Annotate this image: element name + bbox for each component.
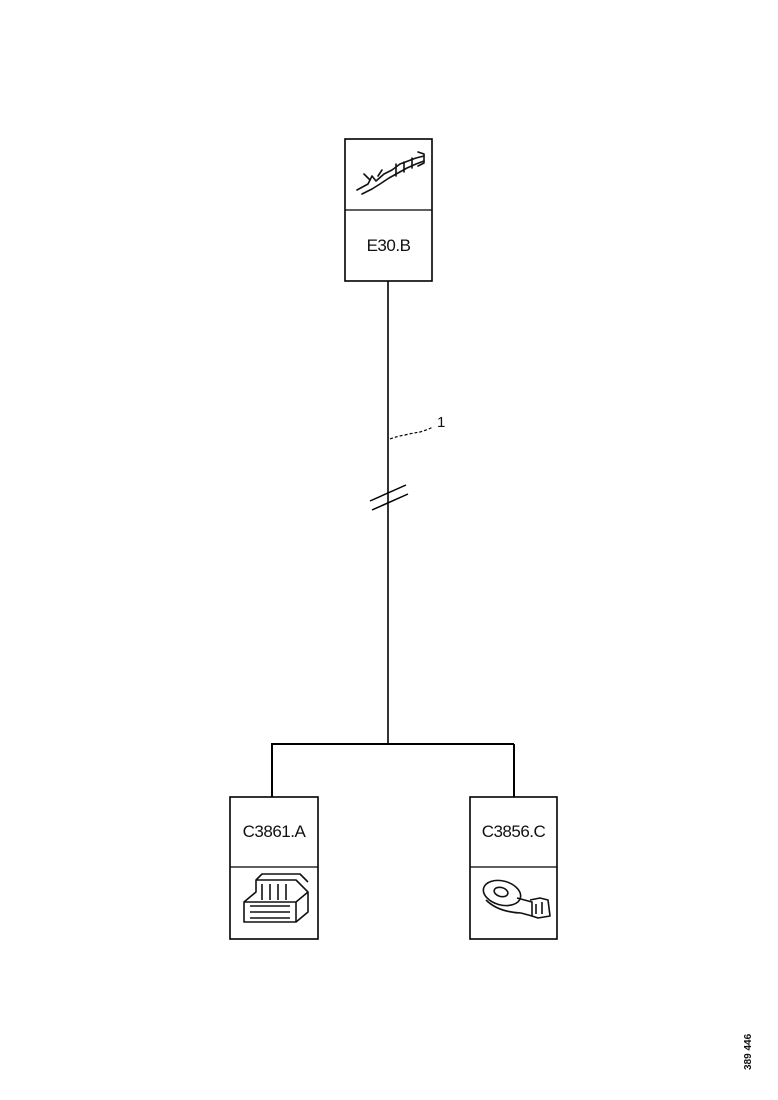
- component-c3856c-frame: [469, 796, 558, 940]
- component-e30b[interactable]: E30.B: [344, 138, 433, 282]
- drawing-reference-id: 389 446: [743, 1033, 754, 1070]
- wire-number-label: 1: [437, 414, 445, 431]
- multi-pin-connector-icon: [243, 873, 309, 923]
- wire-number-leader: [389, 426, 434, 440]
- wire-break-mark: [369, 484, 409, 511]
- component-c3856c-label: C3856.C: [482, 822, 546, 841]
- wire-number-callout: 1: [389, 414, 445, 440]
- component-c3856c[interactable]: C3856.C: [469, 796, 558, 940]
- terminal-pin-icon: [356, 151, 425, 195]
- component-c3861a-frame: [229, 796, 319, 940]
- component-c3861a-label: C3861.A: [243, 822, 307, 841]
- component-e30b-label: E30.B: [367, 236, 411, 255]
- ring-terminal-icon: [482, 879, 551, 919]
- component-c3861a[interactable]: C3861.A: [229, 796, 319, 940]
